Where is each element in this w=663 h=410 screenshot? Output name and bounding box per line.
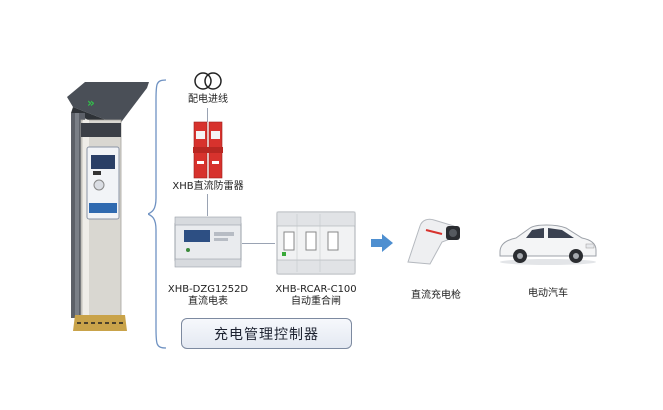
dc-charging-gun <box>407 218 460 265</box>
charging-pile <box>67 82 149 331</box>
surge-protector-label: XHB直流防雷器 <box>172 181 244 192</box>
incoming-line-label: 配电进线 <box>188 94 228 105</box>
arrow-right-icon: » <box>87 96 95 110</box>
dc-meter <box>174 216 242 268</box>
dc-gun-label: 直流充电枪 <box>411 290 461 301</box>
charging-controller-box: 充电管理控制器 <box>181 318 352 349</box>
meter-model-label: XHB-DZG1252D <box>167 284 249 295</box>
recloser-model-label: XHB-RCAR-C100 <box>275 284 357 295</box>
auto-recloser <box>276 211 356 275</box>
ev-label: 电动汽车 <box>528 288 568 299</box>
connector-line <box>207 108 208 122</box>
surge-protector <box>193 121 223 179</box>
arrow-right-icon <box>371 234 393 252</box>
controller-label: 充电管理控制器 <box>214 326 319 343</box>
transformer-icon <box>194 72 222 90</box>
connector-line <box>207 194 208 216</box>
meter-name-label: 直流电表 <box>188 296 228 307</box>
bracket <box>148 79 167 349</box>
connector-line <box>242 243 275 244</box>
recloser-name-label: 自动重合闸 <box>291 296 341 307</box>
electric-car <box>499 224 597 265</box>
